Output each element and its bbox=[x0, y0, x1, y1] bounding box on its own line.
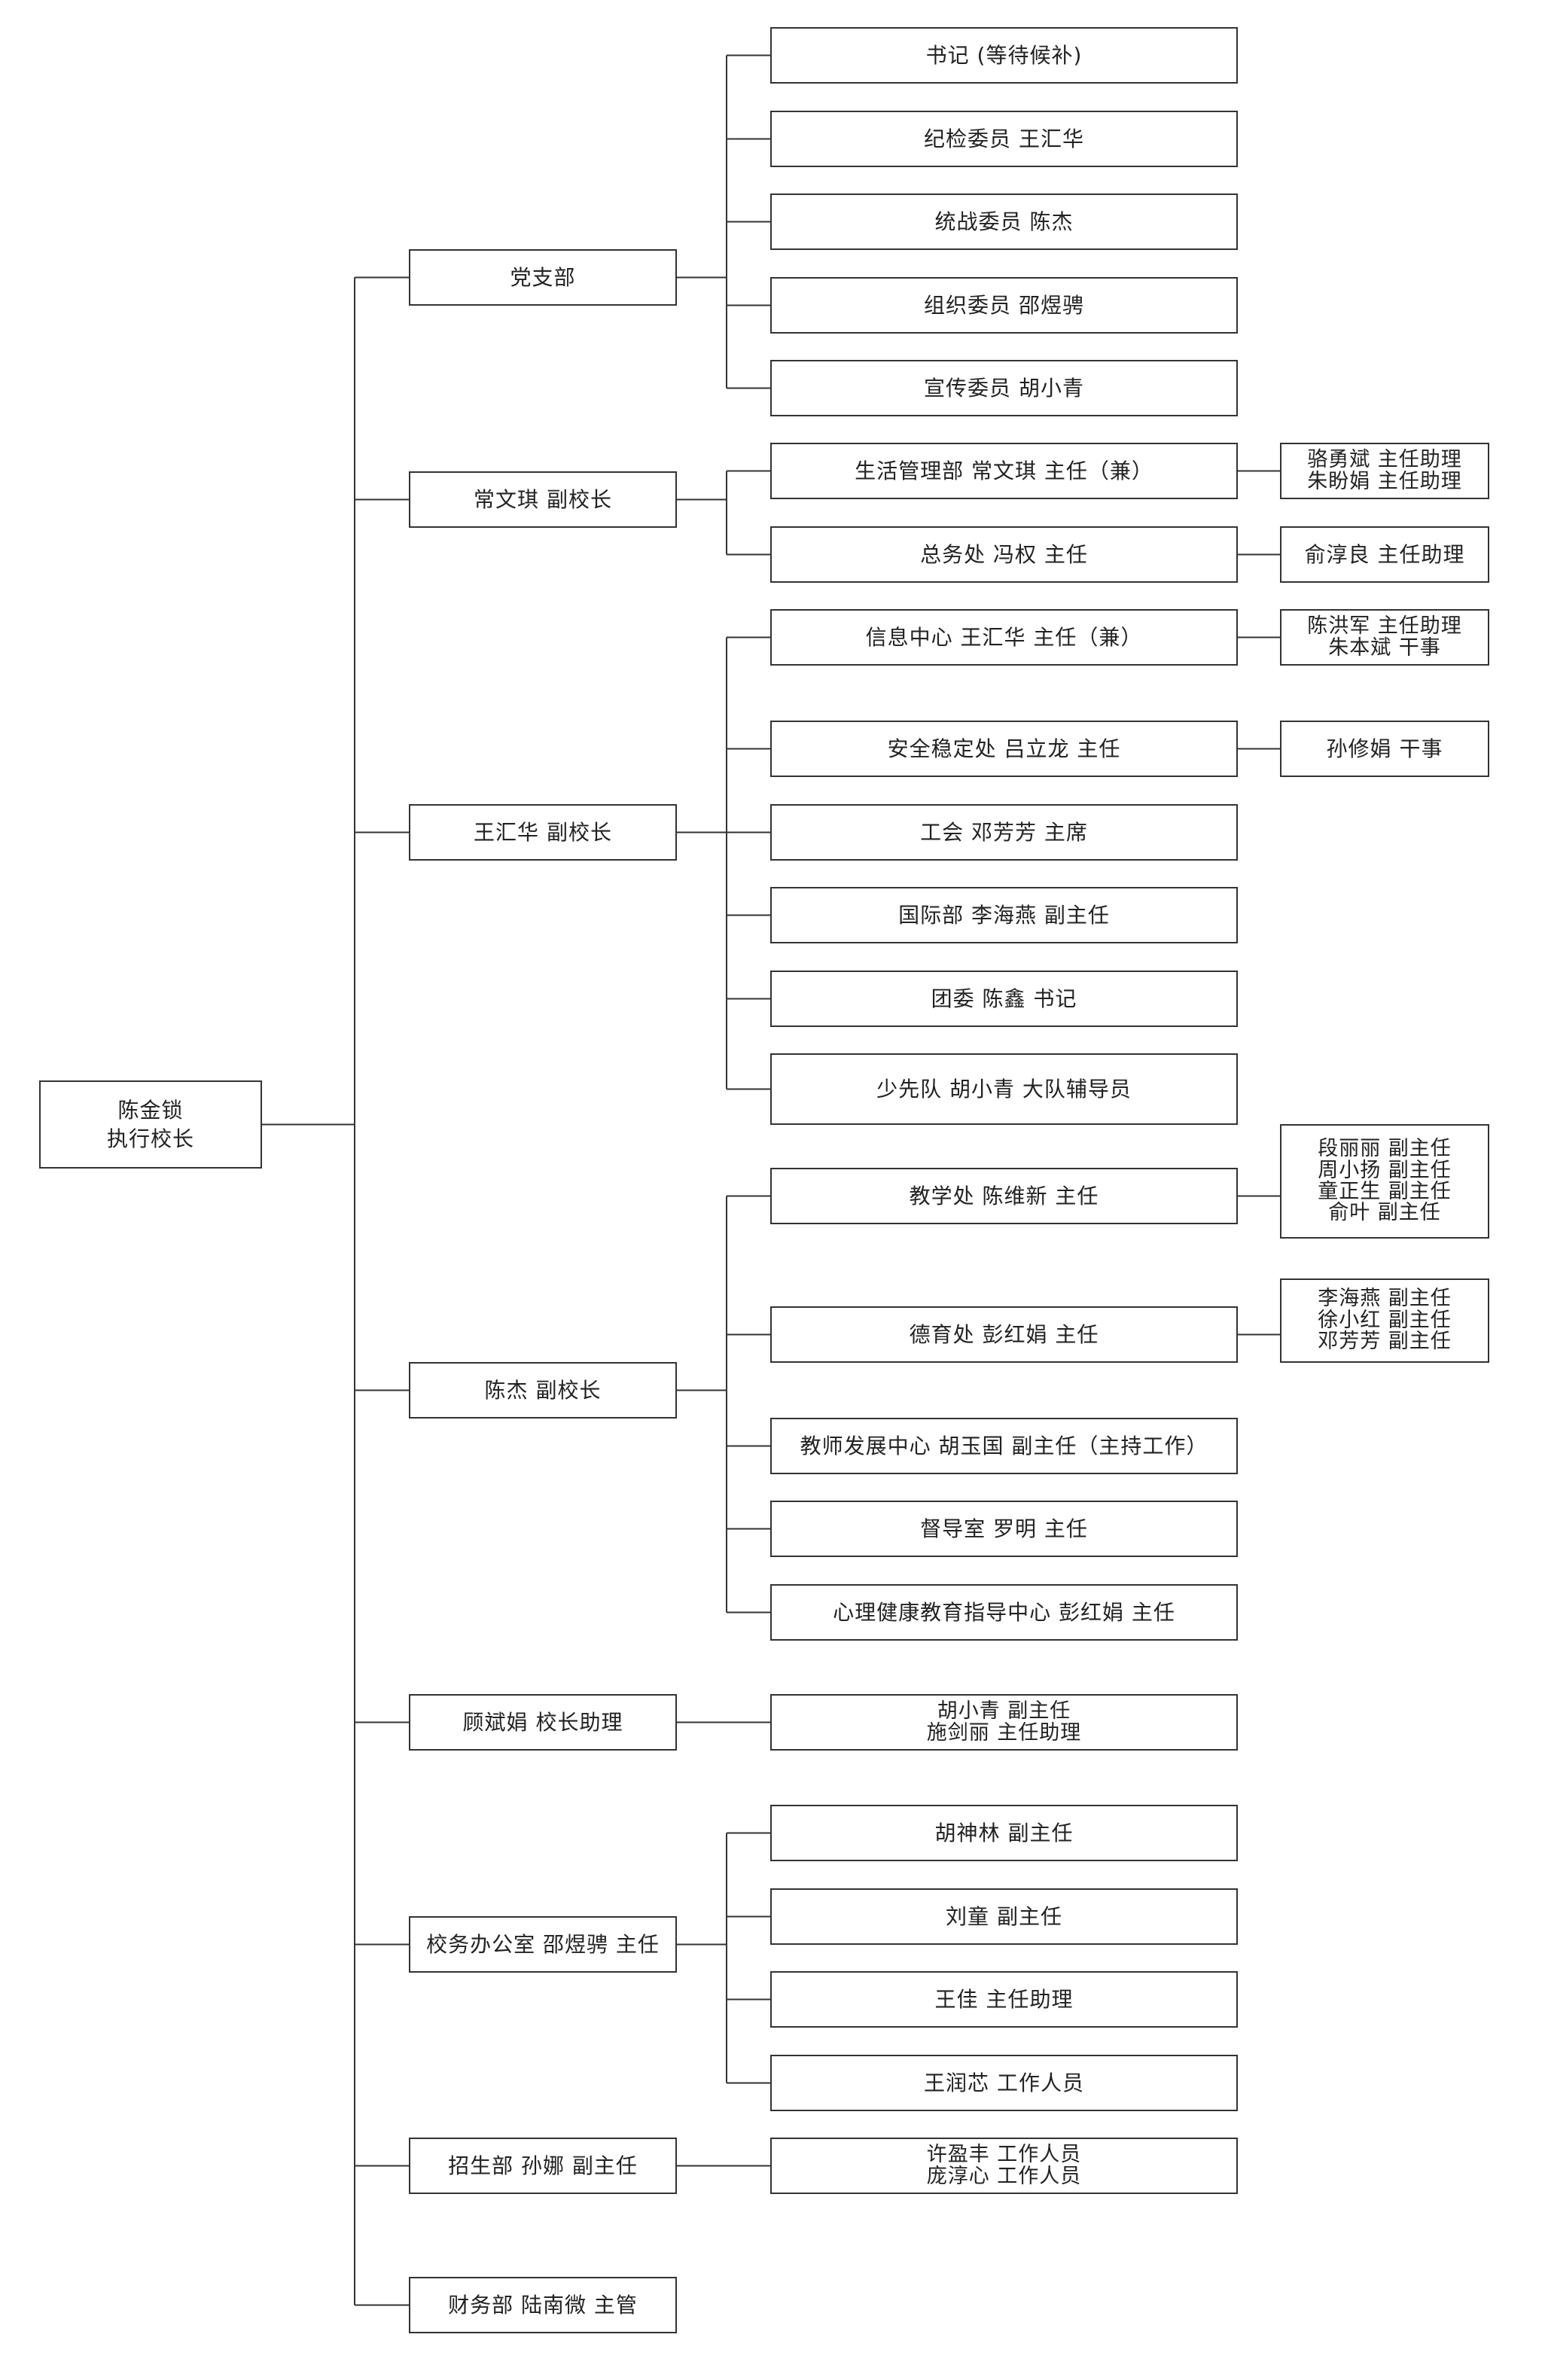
department-node: 心理健康教育指导中心 彭红娟 主任 bbox=[770, 1584, 1238, 1641]
department-node-line: 教学处 陈维新 主任 bbox=[909, 1183, 1099, 1208]
sub-staff-node-line: 俞叶 副主任 bbox=[1328, 1201, 1441, 1225]
department-node-line: 工会 邓芳芳 主席 bbox=[920, 819, 1088, 845]
sub-staff-node-line: 骆勇斌 主任助理 bbox=[1307, 448, 1462, 472]
department-node: 安全稳定处 吕立龙 主任 bbox=[770, 721, 1238, 777]
sub-staff-node-line: 童正生 副主任 bbox=[1318, 1180, 1452, 1203]
branch-node-line: 财务部 陆南微 主管 bbox=[448, 2292, 638, 2318]
department-node-line: 组织委员 邵煜骋 bbox=[924, 292, 1084, 318]
staff-stack-node-line: 施剑丽 主任助理 bbox=[926, 1720, 1082, 1745]
sub-staff-node-line: 朱盼娟 主任助理 bbox=[1307, 469, 1462, 493]
department-node-line: 德育处 彭红娟 主任 bbox=[909, 1321, 1099, 1347]
department-node-line: 信息中心 王汇华 主任（兼） bbox=[865, 624, 1143, 650]
department-node-line: 胡神林 副主任 bbox=[934, 1820, 1074, 1845]
branch-node: 招生部 孙娜 副主任 bbox=[409, 2138, 677, 2194]
department-node: 刘童 副主任 bbox=[770, 1888, 1238, 1945]
department-node-line: 教师发展中心 胡玉国 副主任（主持工作） bbox=[800, 1433, 1208, 1458]
staff-stack-node-line: 庞淳心 工作人员 bbox=[926, 2164, 1082, 2188]
department-node-line: 安全稳定处 吕立龙 主任 bbox=[887, 736, 1121, 761]
branch-node: 财务部 陆南微 主管 bbox=[409, 2277, 677, 2333]
staff-stack-node-line: 许盈丰 工作人员 bbox=[926, 2143, 1082, 2167]
branch-node: 校务办公室 邵煜骋 主任 bbox=[409, 1916, 677, 1973]
sub-staff-node-line: 孙修娟 干事 bbox=[1326, 736, 1443, 761]
department-node: 信息中心 王汇华 主任（兼） bbox=[770, 609, 1238, 666]
sub-staff-node: 孙修娟 干事 bbox=[1280, 721, 1489, 777]
department-node: 教学处 陈维新 主任 bbox=[770, 1168, 1238, 1224]
sub-staff-node: 骆勇斌 主任助理朱盼娟 主任助理 bbox=[1280, 443, 1489, 499]
sub-staff-node: 段丽丽 副主任周小扬 副主任童正生 副主任俞叶 副主任 bbox=[1280, 1124, 1489, 1239]
branch-node-line: 顾斌娟 校长助理 bbox=[462, 1709, 623, 1735]
sub-staff-node-line: 周小扬 副主任 bbox=[1318, 1158, 1452, 1182]
department-node-line: 王润芯 工作人员 bbox=[924, 2070, 1084, 2095]
department-node: 总务处 冯权 主任 bbox=[770, 526, 1238, 583]
branch-node: 王汇华 副校长 bbox=[409, 804, 677, 861]
department-node: 纪检委员 王汇华 bbox=[770, 111, 1238, 167]
sub-staff-node-line: 陈洪军 主任助理 bbox=[1307, 614, 1462, 638]
sub-staff-node-line: 朱本斌 干事 bbox=[1328, 635, 1441, 660]
department-node-line: 团委 陈鑫 书记 bbox=[931, 986, 1077, 1011]
department-node-line: 刘童 副主任 bbox=[946, 1903, 1062, 1929]
department-node: 国际部 李海燕 副主任 bbox=[770, 887, 1238, 943]
department-node-line: 督导室 罗明 主任 bbox=[920, 1516, 1088, 1541]
branch-node-line: 招生部 孙娜 副主任 bbox=[448, 2153, 638, 2178]
department-node: 统战委员 陈杰 bbox=[770, 194, 1238, 250]
department-node: 王佳 主任助理 bbox=[770, 1971, 1238, 2028]
department-node: 少先队 胡小青 大队辅导员 bbox=[770, 1053, 1238, 1125]
root-node: 陈金锁执行校长 bbox=[39, 1080, 262, 1169]
sub-staff-node-line: 俞淳良 主任助理 bbox=[1304, 541, 1465, 567]
department-node: 团委 陈鑫 书记 bbox=[770, 971, 1238, 1027]
department-node: 胡神林 副主任 bbox=[770, 1805, 1238, 1861]
root-node-line: 陈金锁 bbox=[117, 1097, 184, 1123]
branch-node-line: 王汇华 副校长 bbox=[474, 819, 612, 845]
department-node-line: 生活管理部 常文琪 主任（兼） bbox=[855, 458, 1153, 483]
staff-stack-node-line: 胡小青 副主任 bbox=[937, 1699, 1071, 1723]
department-node: 书记 (等待候补) bbox=[770, 27, 1238, 84]
branch-node-line: 党支部 bbox=[510, 264, 576, 290]
department-node: 宣传委员 胡小青 bbox=[770, 360, 1238, 416]
department-node: 生活管理部 常文琪 主任（兼） bbox=[770, 443, 1238, 499]
sub-staff-node: 俞淳良 主任助理 bbox=[1280, 526, 1489, 583]
branch-node-line: 校务办公室 邵煜骋 主任 bbox=[426, 1931, 660, 1957]
department-node-line: 宣传委员 胡小青 bbox=[924, 375, 1084, 401]
branch-node-line: 陈杰 副校长 bbox=[484, 1377, 602, 1403]
branch-node: 党支部 bbox=[409, 249, 677, 306]
branch-node: 顾斌娟 校长助理 bbox=[409, 1694, 677, 1751]
staff-stack-node: 许盈丰 工作人员庞淳心 工作人员 bbox=[770, 2138, 1238, 2194]
department-node: 德育处 彭红娟 主任 bbox=[770, 1306, 1238, 1363]
department-node: 组织委员 邵煜骋 bbox=[770, 277, 1238, 334]
branch-node-line: 常文琪 副校长 bbox=[474, 486, 612, 512]
department-node-line: 总务处 冯权 主任 bbox=[920, 541, 1088, 567]
sub-staff-node-line: 段丽丽 副主任 bbox=[1318, 1137, 1452, 1161]
department-node: 教师发展中心 胡玉国 副主任（主持工作） bbox=[770, 1418, 1238, 1474]
department-node-line: 国际部 李海燕 副主任 bbox=[898, 902, 1110, 928]
branch-node: 陈杰 副校长 bbox=[409, 1362, 677, 1419]
sub-staff-node-line: 李海燕 副主任 bbox=[1318, 1287, 1452, 1311]
department-node-line: 心理健康教育指导中心 彭红娟 主任 bbox=[833, 1599, 1175, 1625]
department-node-line: 王佳 主任助理 bbox=[934, 1986, 1074, 2012]
department-node-line: 纪检委员 王汇华 bbox=[924, 126, 1084, 151]
department-node: 王润芯 工作人员 bbox=[770, 2055, 1238, 2111]
root-node-line: 执行校长 bbox=[106, 1126, 194, 1151]
department-node: 督导室 罗明 主任 bbox=[770, 1501, 1238, 1557]
department-node-line: 少先队 胡小青 大队辅导员 bbox=[876, 1076, 1132, 1102]
department-node-line: 统战委员 陈杰 bbox=[934, 209, 1074, 234]
sub-staff-node: 李海燕 副主任徐小红 副主任邓芳芳 副主任 bbox=[1280, 1278, 1489, 1363]
sub-staff-node-line: 徐小红 副主任 bbox=[1318, 1308, 1452, 1332]
staff-stack-node: 胡小青 副主任施剑丽 主任助理 bbox=[770, 1694, 1238, 1751]
branch-node: 常文琪 副校长 bbox=[409, 471, 677, 528]
department-node-line: 书记 (等待候补) bbox=[925, 42, 1083, 68]
sub-staff-node: 陈洪军 主任助理朱本斌 干事 bbox=[1280, 609, 1489, 666]
department-node: 工会 邓芳芳 主席 bbox=[770, 804, 1238, 861]
sub-staff-node-line: 邓芳芳 副主任 bbox=[1318, 1330, 1452, 1354]
